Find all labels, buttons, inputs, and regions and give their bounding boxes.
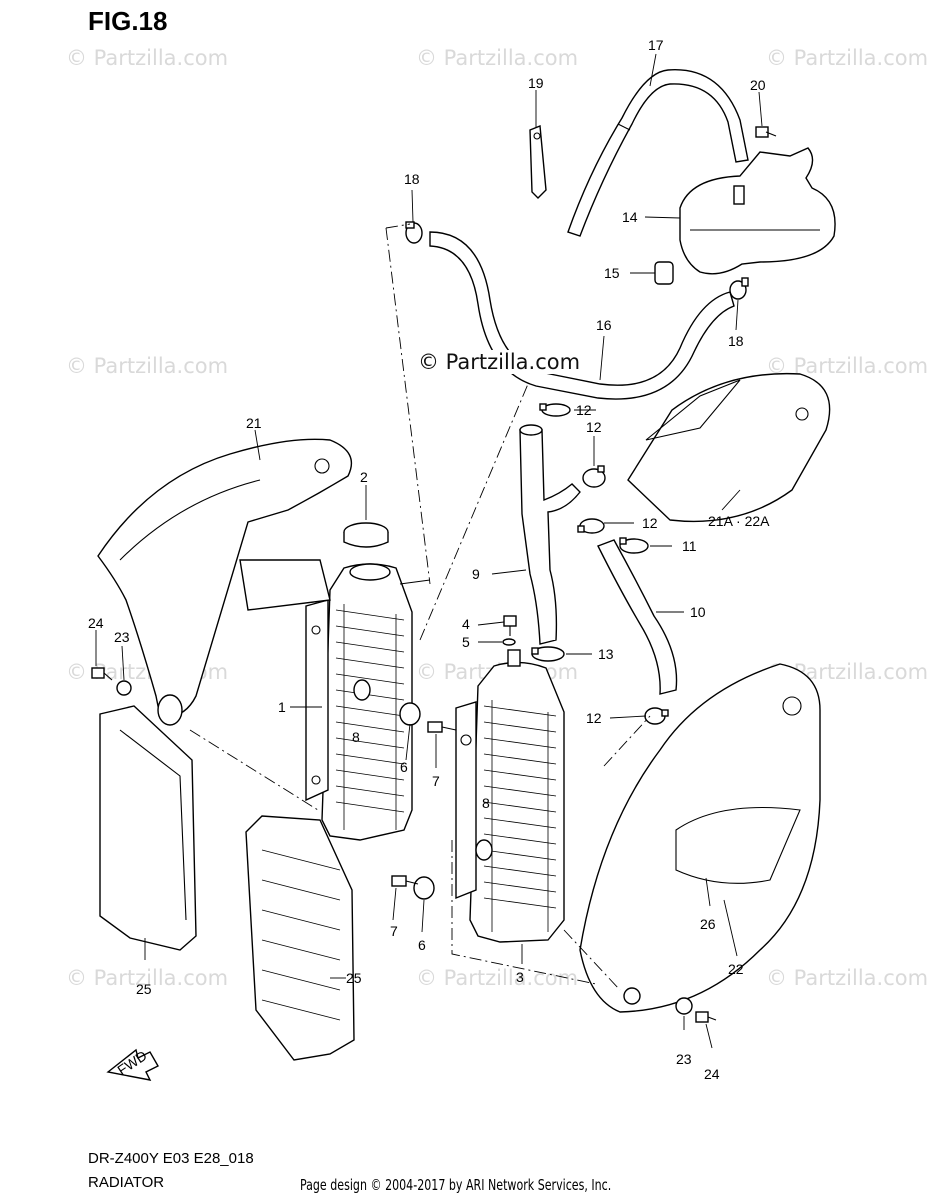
grommet-8-left[interactable] <box>353 679 371 701</box>
radiator-cover-right-22[interactable] <box>579 663 821 1013</box>
assembly-line <box>603 715 651 767</box>
assembly-line <box>385 227 431 585</box>
callout-14: 14 <box>622 209 638 225</box>
callout-20: 20 <box>750 77 766 93</box>
callout-13: 13 <box>598 646 614 662</box>
cushion-15[interactable] <box>654 261 674 285</box>
callout-6: 6 <box>418 937 426 953</box>
model-code: DR-Z400Y E03 E28_018 <box>88 1150 254 1167</box>
callout-24: 24 <box>88 615 104 631</box>
watermark: © Partzilla.com <box>66 354 229 378</box>
callout-25: 25 <box>346 970 362 986</box>
callout-18: 18 <box>728 333 744 349</box>
hose-9[interactable] <box>519 424 581 645</box>
watermark: © Partzilla.com <box>416 966 579 990</box>
radiator-right-3[interactable] <box>455 649 565 943</box>
collar-6-right[interactable] <box>413 876 435 900</box>
assembly-line <box>451 840 597 985</box>
callout-12: 12 <box>586 710 602 726</box>
callout-23: 23 <box>114 629 130 645</box>
clamp-12-c[interactable] <box>577 518 605 534</box>
clamp-13[interactable] <box>531 646 565 662</box>
callout-21a-22a: 21A · 22A <box>708 513 770 529</box>
strap-19[interactable] <box>529 125 547 199</box>
emblem-decal-21a-22a[interactable] <box>627 372 831 523</box>
overflow-hose-17[interactable] <box>567 69 749 237</box>
callout-9: 9 <box>472 566 480 582</box>
callout-4: 4 <box>462 616 470 632</box>
grommet-8-right[interactable] <box>475 839 493 861</box>
bolt-24-left[interactable] <box>91 667 113 681</box>
callout-26: 26 <box>700 916 716 932</box>
callout-2: 2 <box>360 469 368 485</box>
washer-5[interactable] <box>502 638 516 646</box>
clamp-12-a[interactable] <box>539 403 571 417</box>
callout-7: 7 <box>432 773 440 789</box>
bolt-4[interactable] <box>503 615 517 636</box>
washer-23-left[interactable] <box>116 680 132 696</box>
callout-11: 11 <box>682 538 697 554</box>
radiator-left-1[interactable] <box>305 563 431 841</box>
fwd-arrow-icon: FWD <box>106 1047 159 1081</box>
callout-22: 22 <box>728 961 744 977</box>
radiator-cap-2[interactable] <box>343 522 389 548</box>
callout-25: 25 <box>136 981 152 997</box>
assembly-line <box>385 223 411 229</box>
bolt-7-left[interactable] <box>427 721 457 733</box>
assembly-line <box>419 383 529 641</box>
center-watermark: © Partzilla.com <box>418 350 581 374</box>
watermark: © Partzilla.com <box>766 46 927 70</box>
washer-23-right[interactable] <box>675 997 693 1015</box>
callout-12: 12 <box>586 419 602 435</box>
callout-24: 24 <box>704 1066 720 1082</box>
callout-6: 6 <box>400 759 408 775</box>
callout-12: 12 <box>642 515 658 531</box>
figure-title: FIG.18 <box>88 6 168 36</box>
radiator-louver-25-left[interactable] <box>99 705 197 951</box>
callout-15: 15 <box>604 265 620 281</box>
watermark: © Partzilla.com <box>66 46 229 70</box>
clamp-12-d[interactable] <box>644 707 669 725</box>
clamp-18-right[interactable] <box>729 277 749 300</box>
radiator-louver-25-center[interactable] <box>245 815 355 1061</box>
watermark: © Partzilla.com <box>416 46 579 70</box>
callout-7: 7 <box>390 923 398 939</box>
page-credit: Page design © 2004-2017 by ARI Network S… <box>300 1176 612 1194</box>
diagram-caption: RADIATOR <box>88 1174 165 1191</box>
radiator-cover-left-21[interactable] <box>97 438 353 726</box>
bolt-24-right[interactable] <box>695 1011 717 1023</box>
callout-8: 8 <box>482 795 490 811</box>
callout-8: 8 <box>352 729 360 745</box>
watermark: © Partzilla.com <box>766 966 927 990</box>
callout-18: 18 <box>404 171 420 187</box>
clamp-18-upper[interactable] <box>405 221 423 244</box>
reservoir-tank-14[interactable] <box>679 147 836 275</box>
callout-21: 21 <box>246 415 262 431</box>
clamp-11[interactable] <box>619 537 649 554</box>
callout-23: 23 <box>676 1051 692 1067</box>
hose-10[interactable] <box>597 539 678 695</box>
callout-19: 19 <box>528 75 544 91</box>
assembly-line <box>189 729 319 811</box>
callout-12: 12 <box>576 402 592 418</box>
bolt-20[interactable] <box>755 126 777 138</box>
callout-3: 3 <box>516 969 524 985</box>
bolt-7-right[interactable] <box>391 875 419 887</box>
collar-6-left[interactable] <box>399 702 421 726</box>
callout-17: 17 <box>648 37 664 53</box>
watermark: © Partzilla.com <box>66 966 229 990</box>
callout-5: 5 <box>462 634 470 650</box>
callout-16: 16 <box>596 317 612 333</box>
callout-10: 10 <box>690 604 706 620</box>
clamp-12-b[interactable] <box>582 465 606 488</box>
leader-lines <box>95 53 763 1049</box>
callout-1: 1 <box>278 699 286 715</box>
assembly-line <box>563 929 621 991</box>
